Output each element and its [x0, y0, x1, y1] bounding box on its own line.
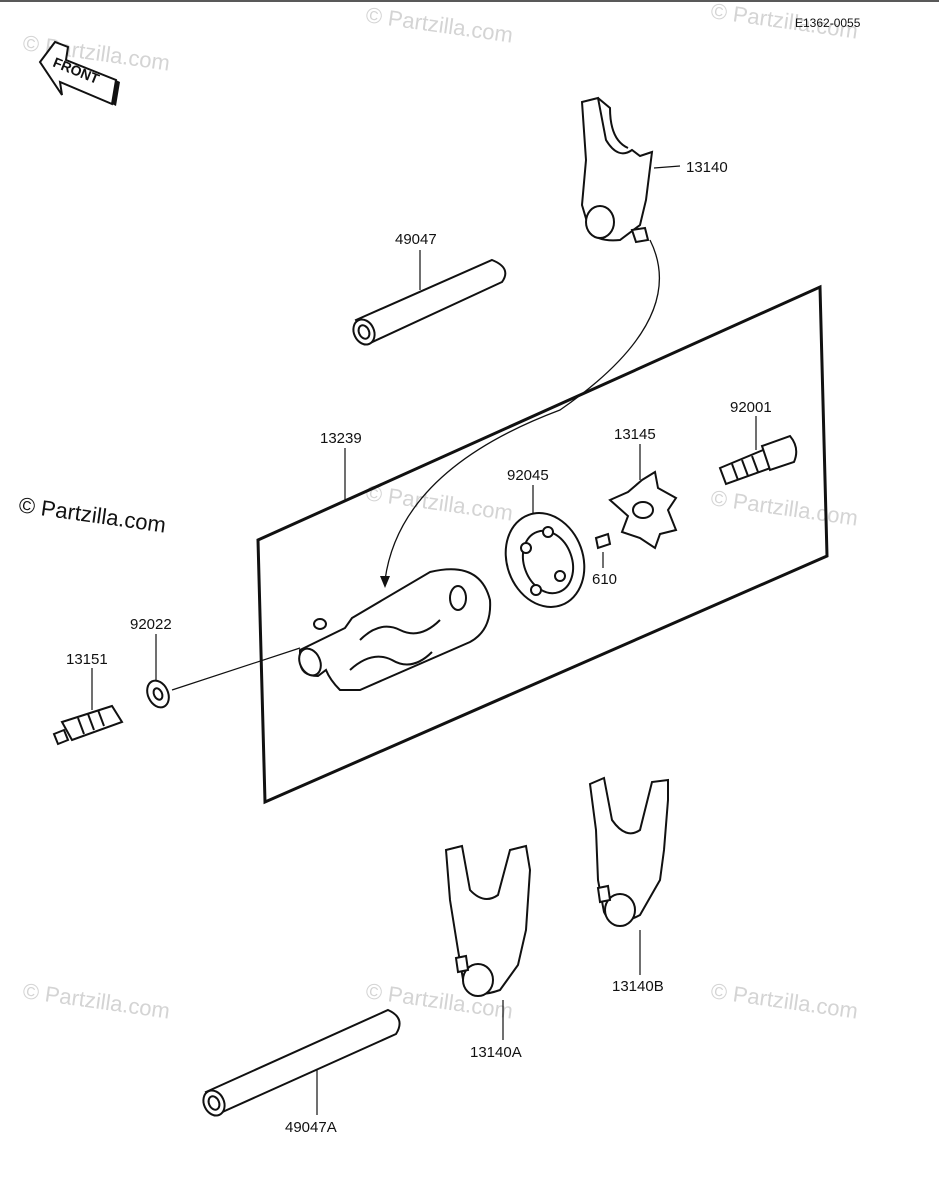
part-label-13239: 13239	[320, 430, 362, 447]
shift-fork-13140-icon	[580, 96, 654, 244]
front-arrow-icon: FRONT	[38, 40, 120, 106]
part-label-92001: 92001	[730, 399, 772, 416]
part-label-49047A: 49047A	[285, 1119, 337, 1136]
reference-code: E1362-0055	[795, 16, 861, 30]
leader-arrowhead	[380, 576, 390, 588]
washer-92022-icon	[146, 679, 170, 709]
leader-curve	[384, 239, 661, 581]
part-label-92022: 92022	[130, 616, 172, 633]
assembly-panel	[256, 284, 829, 805]
bolt-92001-icon	[718, 434, 798, 486]
neutral-switch-13151-icon	[52, 704, 124, 746]
watermark: © Partzilla.com	[364, 2, 514, 47]
part-label-13140A: 13140A	[470, 1044, 522, 1061]
shift-drum-13239-icon	[298, 568, 492, 691]
watermark: © Partzilla.com	[709, 485, 859, 530]
shift-fork-13140A-icon	[444, 844, 532, 997]
watermark: © Partzilla.com	[21, 978, 171, 1023]
part-label-49047: 49047	[395, 231, 437, 248]
part-label-13151: 13151	[66, 651, 108, 668]
part-label-13145: 13145	[614, 426, 656, 443]
part-label-92045: 92045	[507, 467, 549, 484]
part-label-13140: 13140	[686, 159, 728, 176]
shaft-49047-icon	[352, 258, 507, 346]
leader-line	[171, 647, 301, 691]
bearing-92045-icon	[504, 512, 586, 608]
watermark-dark: © Partzilla.com	[17, 492, 167, 537]
label-leaders	[91, 165, 757, 1115]
part-label-610: 610	[592, 571, 617, 588]
shift-cam-13145-icon	[608, 470, 678, 550]
watermark: © Partzilla.com	[709, 978, 859, 1023]
shaft-49047A-icon	[202, 1008, 401, 1117]
part-label-13140B: 13140B	[612, 978, 664, 995]
shift-fork-13140B-icon	[588, 776, 669, 927]
watermark: © Partzilla.com	[364, 480, 514, 525]
watermarks: © Partzilla.com © Partzilla.com © Partzi…	[17, 0, 859, 1024]
pin-610-icon	[594, 532, 612, 550]
